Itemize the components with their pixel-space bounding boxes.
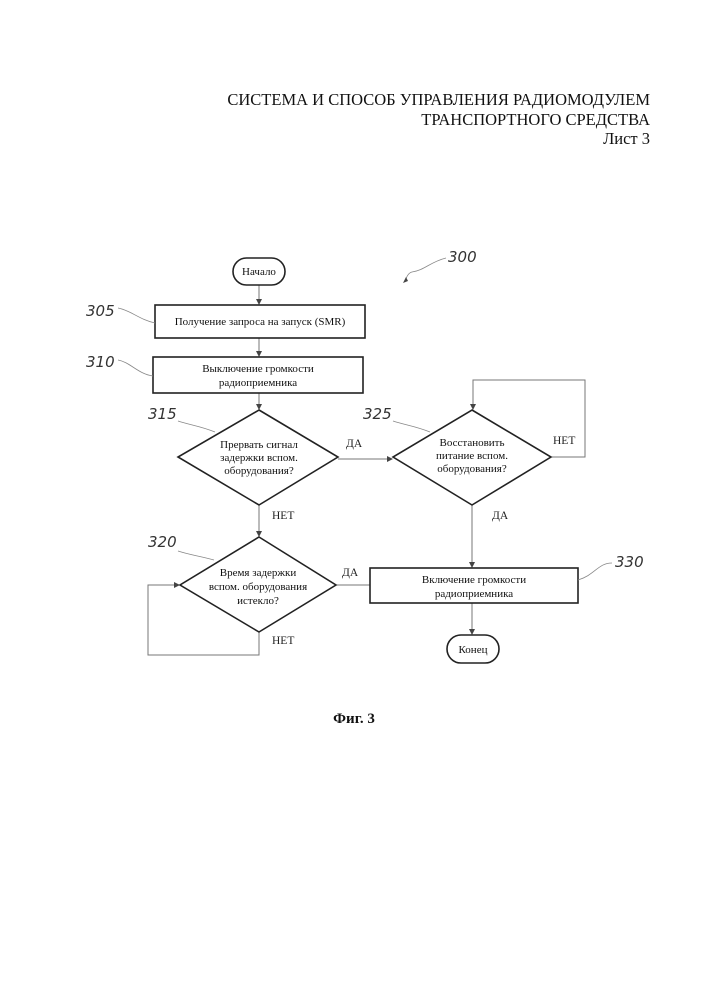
start-terminator: Начало bbox=[233, 258, 285, 285]
decision-325: Восстановить питание вспом. оборудования… bbox=[393, 410, 551, 505]
step-310-box: Выключение громкости радиоприемника bbox=[153, 357, 363, 393]
no-label-325: НЕТ bbox=[553, 435, 575, 447]
step-310-text-1: Выключение громкости bbox=[202, 363, 314, 375]
decision-315-text-3: оборудования? bbox=[224, 465, 294, 477]
ref-300: 300 bbox=[448, 248, 477, 266]
decision-320: Время задержки вспом. оборудования истек… bbox=[180, 537, 336, 632]
decision-315: Прервать сигнал задержки вспом. оборудов… bbox=[178, 410, 338, 505]
yes-label-325: ДА bbox=[492, 510, 509, 522]
end-label: Конец bbox=[459, 644, 488, 656]
figure-caption: Фиг. 3 bbox=[333, 711, 375, 727]
ref-310: 310 bbox=[86, 353, 115, 371]
ref-305: 305 bbox=[86, 302, 115, 320]
decision-315-text-2: задержки вспом. bbox=[220, 452, 298, 464]
decision-325-text-1: Восстановить bbox=[440, 437, 505, 449]
ref-315: 315 bbox=[148, 405, 177, 423]
step-330-box: Включение громкости радиоприемника bbox=[370, 568, 578, 603]
start-label: Начало bbox=[242, 266, 276, 278]
ref-325: 325 bbox=[363, 405, 392, 423]
decision-315-text-1: Прервать сигнал bbox=[220, 439, 298, 451]
no-label-320: НЕТ bbox=[272, 635, 294, 647]
end-terminator: Конец bbox=[447, 635, 499, 663]
step-305-box: Получение запроса на запуск (SMR) bbox=[155, 305, 365, 338]
step-330-text-2: радиоприемника bbox=[435, 588, 513, 600]
step-330-text-1: Включение громкости bbox=[422, 574, 526, 586]
ref-330: 330 bbox=[615, 553, 644, 571]
decision-325-text-3: оборудования? bbox=[437, 463, 507, 475]
yes-label-315: ДА bbox=[346, 438, 363, 450]
decision-325-text-2: питание вспом. bbox=[436, 450, 508, 462]
decision-320-text-1: Время задержки bbox=[220, 567, 297, 579]
no-label-315: НЕТ bbox=[272, 510, 294, 522]
ref-320: 320 bbox=[148, 533, 177, 551]
step-305-text: Получение запроса на запуск (SMR) bbox=[175, 316, 346, 328]
yes-label-320: ДА bbox=[342, 567, 359, 579]
decision-320-text-3: истекло? bbox=[237, 595, 279, 607]
step-310-text-2: радиоприемника bbox=[219, 377, 297, 389]
decision-320-text-2: вспом. оборудования bbox=[209, 581, 307, 593]
